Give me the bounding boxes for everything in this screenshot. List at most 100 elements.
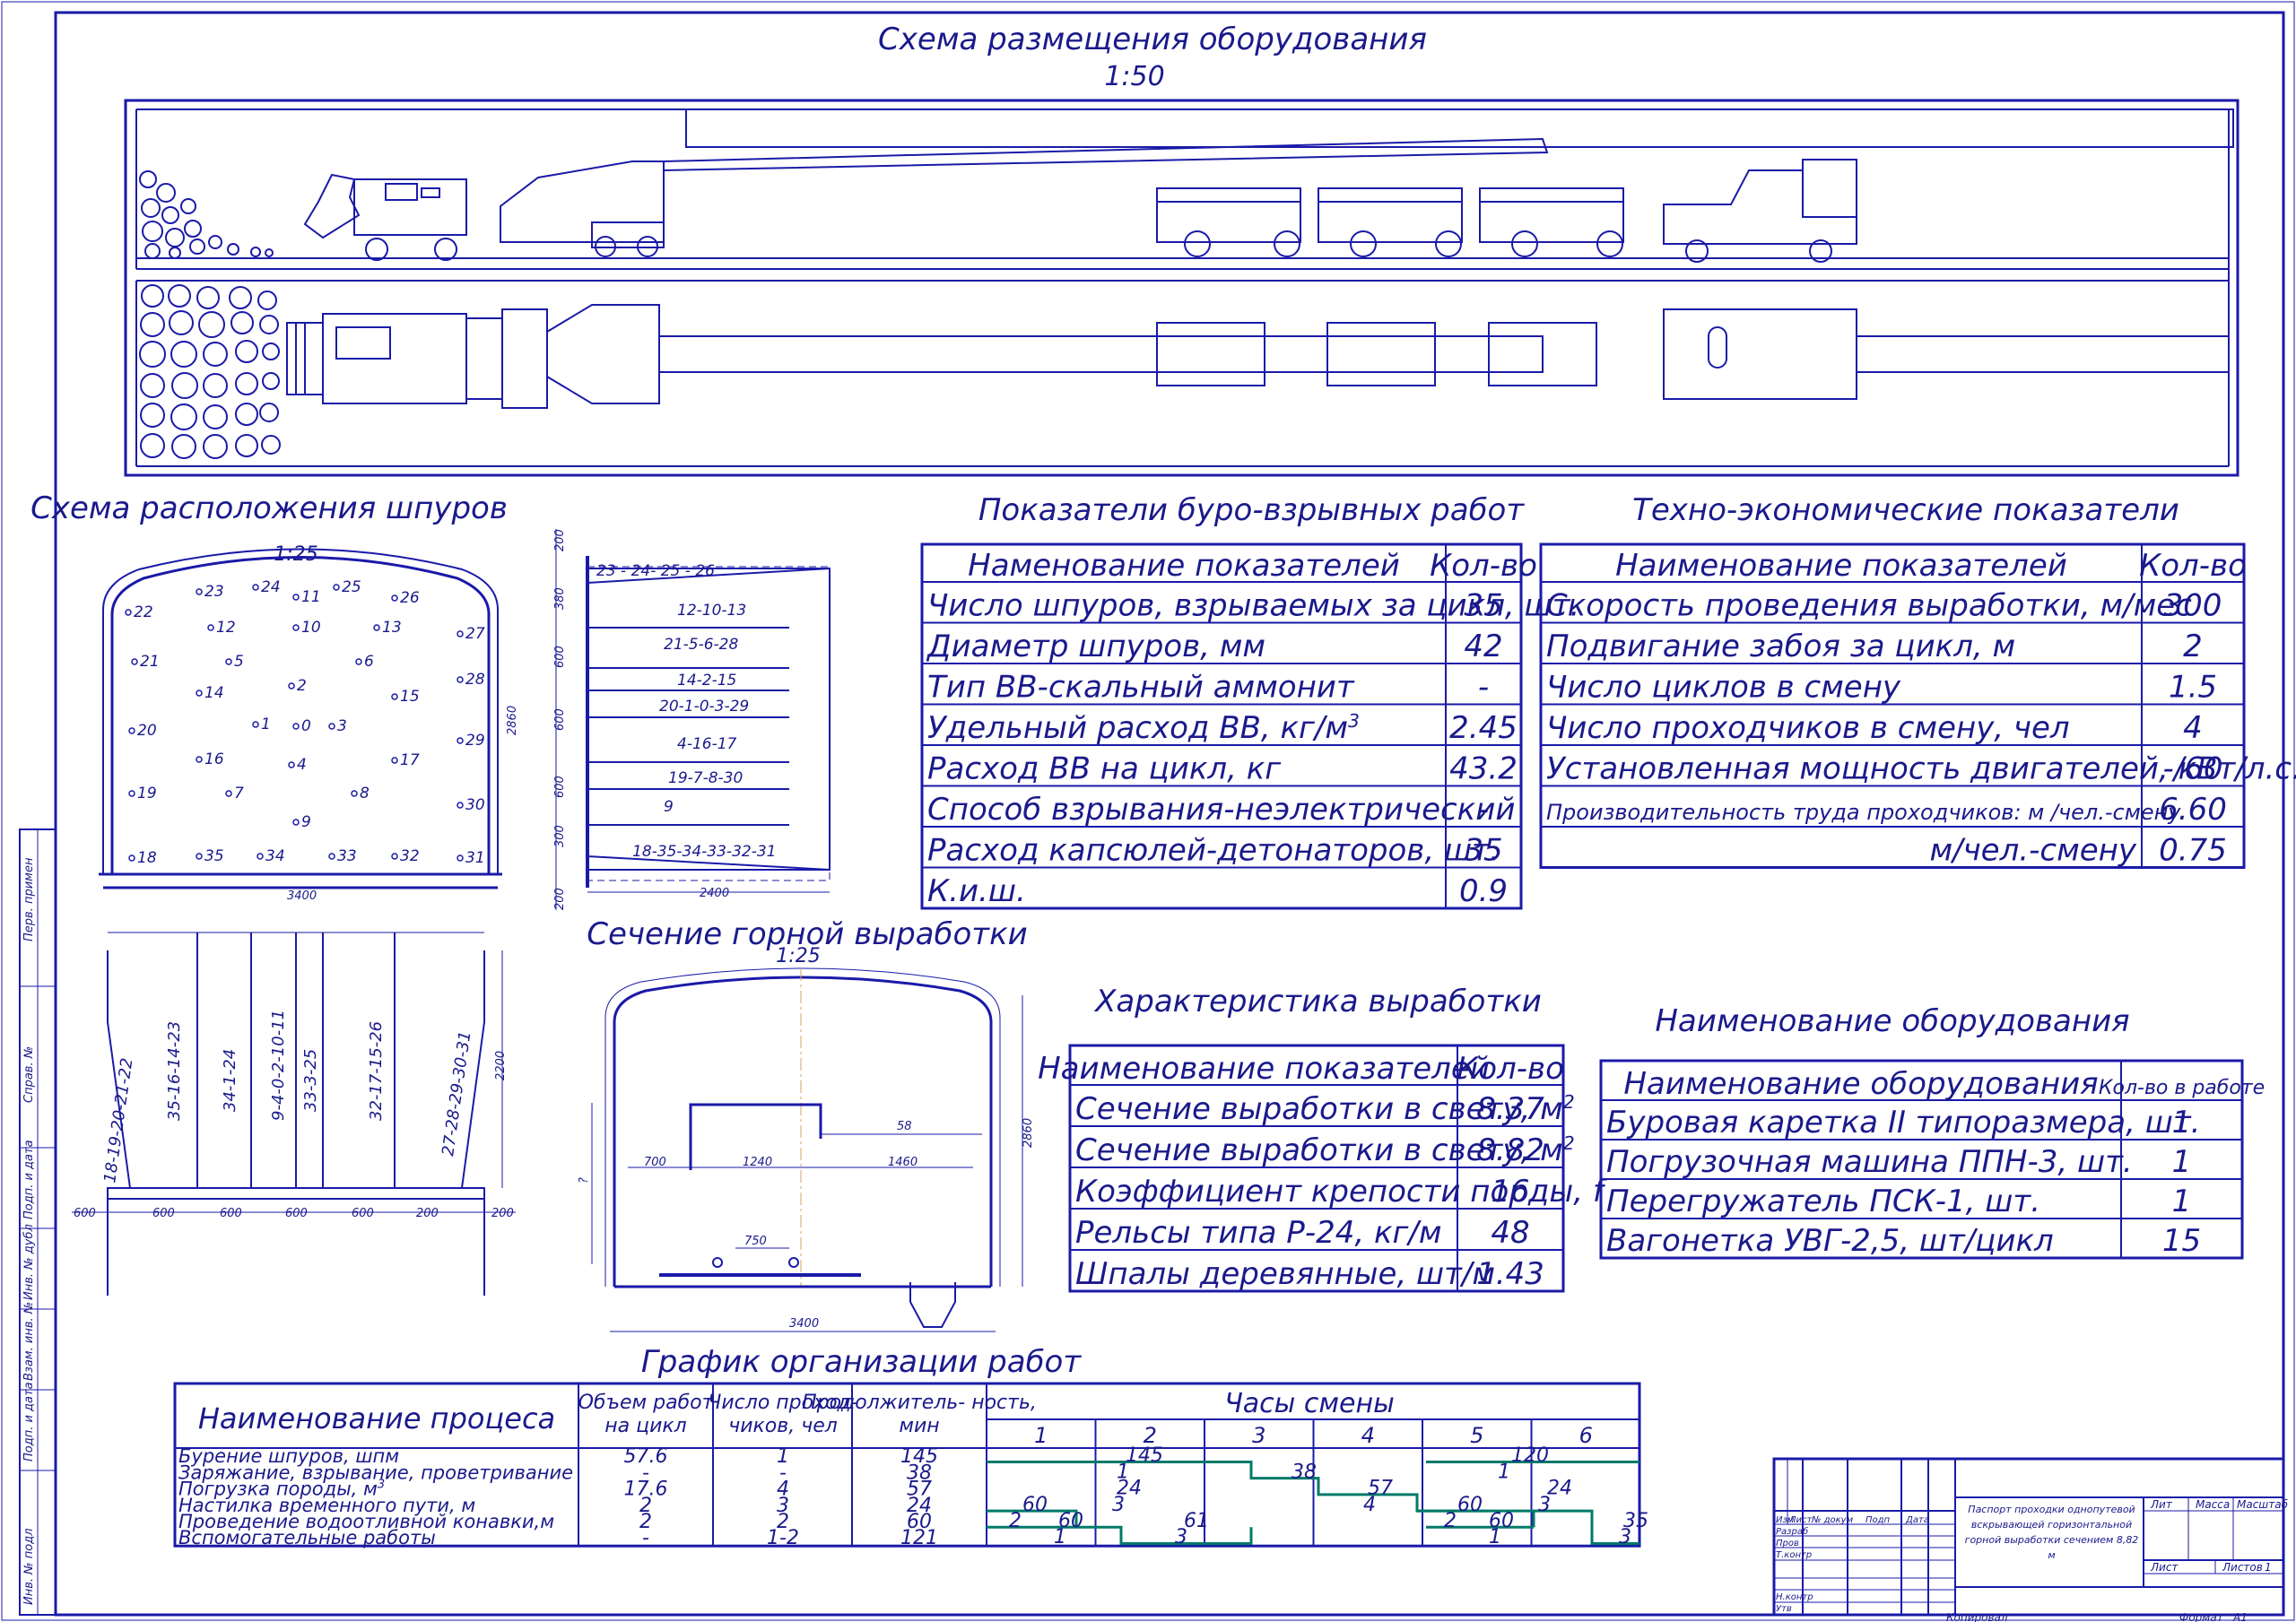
char-table-cell: Коэффициент крепости порды, f [1075, 1174, 1608, 1210]
char-table-cell: 1.43 [1476, 1256, 1544, 1292]
dim-label: 3400 [287, 889, 317, 903]
econ-table-cell: м/чел.-смену [1929, 833, 2136, 869]
econ-table-cell: Число циклов в смену [1546, 670, 1901, 706]
plan-label: 9-4-0-2-10-11 [269, 1010, 288, 1121]
schedule-hour: 1 [1034, 1423, 1048, 1448]
schedule-cell: 4 [777, 1479, 789, 1501]
section-scale: 1:25 [776, 945, 820, 967]
stamp-role: Утв [1776, 1604, 1792, 1614]
hole-label: 33 [337, 847, 357, 865]
holes-layout-title: Схема расположения шпуров [30, 490, 508, 526]
hole-label: 32 [400, 847, 420, 865]
stamp-role: Пров [1776, 1539, 1799, 1548]
hole-marker [196, 588, 203, 595]
hole-marker [373, 624, 380, 631]
hole-marker [391, 693, 398, 700]
char-table-cell: Сечение выработки в свету, м2 [1075, 1132, 1575, 1168]
gantt-label: 57 [1368, 1478, 1393, 1500]
conveyor-loader [500, 108, 2234, 257]
schedule-cell: 38 [907, 1462, 932, 1484]
equip-table-cell: Буровая каретка II типоразмера, шт. [1606, 1105, 2200, 1141]
profile-label: 12-10-13 [677, 602, 746, 620]
side-label: Подп. и дата [22, 1140, 36, 1219]
econ-table-cell: Производительность труда проходчиков: м … [1546, 800, 2181, 825]
equip-table-cell: Вагонетка УВГ-2,5, шт/цикл [1606, 1223, 2054, 1259]
schedule-cell: Вспомогательные работы [178, 1527, 436, 1548]
hole-label: 7 [234, 785, 244, 802]
section-title: Сечение горной выработки [587, 916, 1027, 952]
gantt-label: 3 [1112, 1494, 1125, 1516]
gantt-label: 4 [1363, 1494, 1376, 1516]
hole-profile: 23 - 24- 25 - 26 12-10-13 21-5-6-28 14-2… [553, 529, 831, 910]
hole-label: 31 [465, 849, 485, 867]
equip-table-cell: 15 [2162, 1223, 2201, 1259]
dim-label: 700 [644, 1156, 666, 1169]
plan-label: 35-16-14-23 [165, 1021, 184, 1121]
profile-label: 9 [664, 798, 674, 816]
dim-label: 2200 [494, 1051, 508, 1080]
hole-label: 22 [134, 603, 153, 621]
hole-label: 23 [204, 583, 224, 601]
schedule-cell: 2 [777, 1511, 789, 1533]
hole-marker [351, 790, 358, 797]
hole-marker [292, 624, 300, 631]
stamp-mass: Масса [2196, 1498, 2230, 1511]
schedule-cell: Настилка временного пути, м [178, 1495, 475, 1516]
hole-marker [328, 723, 335, 730]
hole-plan: 18-19-20-21-22 35-16-14-23 34-1-24 9-4-0… [72, 932, 516, 1296]
equip-table-header: Кол-во в работе [2099, 1077, 2265, 1099]
title-block: Изм Лист № докум Подп Дата Разраб Пров Т… [1772, 1457, 2289, 1622]
blast-table-cell: 42 [1464, 629, 1502, 664]
dim-label: 2860 [1022, 1118, 1035, 1148]
blast-table-cell: - [1478, 792, 1489, 828]
hole-marker [252, 721, 259, 728]
schedule-hour: 3 [1252, 1423, 1265, 1448]
char-table-cell: 8.82 [1476, 1132, 1544, 1168]
profile-label: 20-1-0-3-29 [659, 698, 749, 716]
stamp-col: Лист [1788, 1515, 1813, 1525]
schedule-cell: 60 [907, 1511, 932, 1533]
hole-label: 18 [137, 849, 157, 867]
blast-table-cell: Расход ВВ на цикл, кг [927, 751, 1282, 787]
schedule-hour: 6 [1579, 1423, 1593, 1448]
schedule-header: чиков, чел [728, 1415, 838, 1437]
hole-marker [391, 594, 398, 602]
hole-label: 34 [265, 847, 285, 865]
econ-table-cell: Скорость проведения выработки, м/мес [1546, 588, 2192, 624]
profile-label: 19-7-8-30 [668, 769, 743, 787]
stamp-sheets: Листов [2222, 1561, 2263, 1574]
hole-marker [288, 682, 295, 690]
stamp-scale: Масштаб [2237, 1498, 2289, 1511]
econ-table-cell: Установленная мощность двигателей, кВт/л… [1546, 751, 2296, 787]
econ-table-cell: Число проходчиков в смену, чел [1546, 710, 2070, 746]
schedule-header: Продолжитель- ность, [802, 1392, 1037, 1414]
dim-label: 58 [897, 1120, 912, 1133]
schedule-header: Число проход- [708, 1392, 857, 1414]
dim-label: 600 [352, 1207, 374, 1220]
locomotive [1663, 159, 1857, 263]
hole-label: 11 [301, 588, 321, 606]
blast-table-cell: К.и.ш. [927, 873, 1026, 909]
hole-marker [288, 761, 295, 768]
hole-marker [292, 723, 300, 730]
schedule-hour: 4 [1361, 1423, 1375, 1448]
char-table-cell: Сечение выработки в свету, м2 [1075, 1091, 1575, 1127]
gantt-label: 24 [1547, 1478, 1572, 1500]
blast-table-cell: 2.45 [1449, 710, 1518, 746]
profile-label: 4-16-17 [677, 735, 737, 753]
dim-label: 200 [416, 1207, 439, 1220]
hole-label: 19 [137, 785, 157, 802]
equip-table-cell: Перегружатель ПСК-1, шт. [1606, 1184, 2040, 1219]
schedule-cell: 145 [900, 1445, 938, 1468]
hole-marker [457, 854, 464, 862]
blast-table-cell: - [1478, 670, 1489, 706]
hole-label: 26 [400, 589, 420, 607]
hole-marker [128, 727, 135, 734]
face-contour [99, 548, 502, 889]
schedule-header: Часы смены [1224, 1388, 1395, 1419]
stamp-lit: Лит [2150, 1498, 2173, 1511]
rock-pile-top [139, 170, 274, 259]
